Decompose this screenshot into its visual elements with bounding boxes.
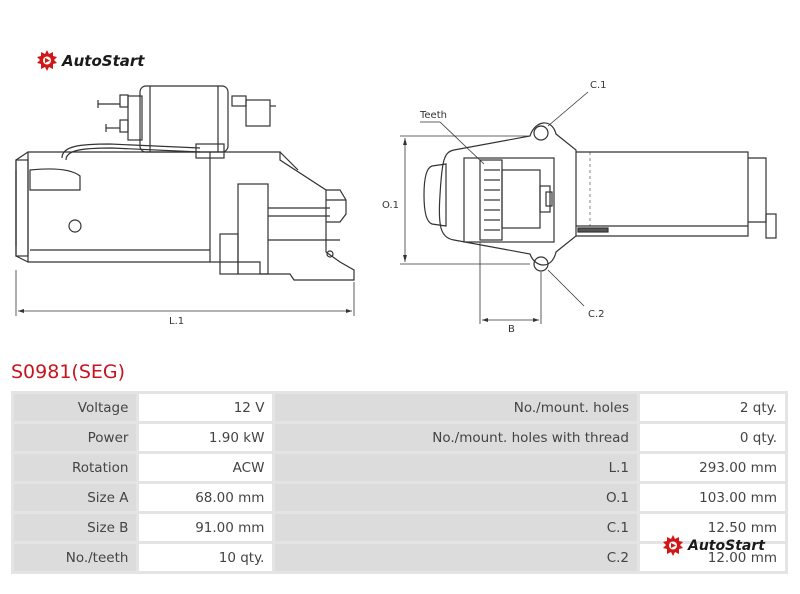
spec-value: 68.00 mm: [139, 484, 273, 511]
spec-value: 293.00 mm: [640, 454, 785, 481]
spec-label: Voltage: [14, 394, 137, 421]
table-row: Size A 68.00 mm O.1 103.00 mm: [14, 484, 785, 511]
spec-value: 2 qty.: [640, 394, 785, 421]
spec-label: L.1: [275, 454, 637, 481]
spec-value: 1.90 kW: [139, 424, 273, 451]
spec-label: Power: [14, 424, 137, 451]
technical-drawing: L.1 O.1 B Teeth C.1 C.2: [15, 80, 777, 335]
brand-logo-bottom: AutoStart: [662, 535, 765, 557]
spec-label: Size B: [14, 514, 137, 541]
spec-label: Size A: [14, 484, 137, 511]
part-number-title: S0981(SEG): [11, 361, 126, 383]
specifications-table: Voltage 12 V No./mount. holes 2 qty. Pow…: [11, 391, 788, 574]
gear-logo-icon: [663, 535, 683, 556]
starter-side-view: [15, 85, 355, 316]
spec-label: No./mount. holes with thread: [275, 424, 637, 451]
table-row: No./teeth 10 qty. C.2 12.00 mm: [14, 544, 785, 571]
table-row: Rotation ACW L.1 293.00 mm: [14, 454, 785, 481]
brand-logo-top: AutoStart: [36, 50, 144, 72]
gear-logo-icon: [37, 50, 57, 71]
spec-label: C.1: [275, 514, 637, 541]
c1-label: C.1: [590, 80, 607, 91]
dimension-o1-label: O.1: [382, 200, 399, 211]
spec-value: 0 qty.: [640, 424, 785, 451]
spec-label: Rotation: [14, 454, 137, 481]
table-row: Size B 91.00 mm C.1 12.50 mm: [14, 514, 785, 541]
c2-label: C.2: [588, 309, 605, 320]
spec-value: 12 V: [139, 394, 273, 421]
spec-value: 12.00 mm: [640, 544, 785, 571]
spec-value: ACW: [139, 454, 273, 481]
table-row: Voltage 12 V No./mount. holes 2 qty.: [14, 394, 785, 421]
spec-label: No./teeth: [14, 544, 137, 571]
table-row: Power 1.90 kW No./mount. holes with thre…: [14, 424, 785, 451]
brand-name: AutoStart: [688, 538, 765, 554]
spec-value: 91.00 mm: [139, 514, 273, 541]
spec-label: No./mount. holes: [275, 394, 637, 421]
teeth-label: Teeth: [419, 110, 447, 121]
brand-name: AutoStart: [62, 52, 145, 70]
spec-label: O.1: [275, 484, 637, 511]
starter-end-view: [400, 91, 777, 324]
spec-value: 103.00 mm: [640, 484, 785, 511]
dimension-length-label: L.1: [169, 316, 184, 327]
spec-value: 12.50 mm: [640, 514, 785, 541]
spec-value: 10 qty.: [139, 544, 273, 571]
dimension-b-label: B: [508, 324, 515, 335]
spec-label: C.2: [275, 544, 637, 571]
